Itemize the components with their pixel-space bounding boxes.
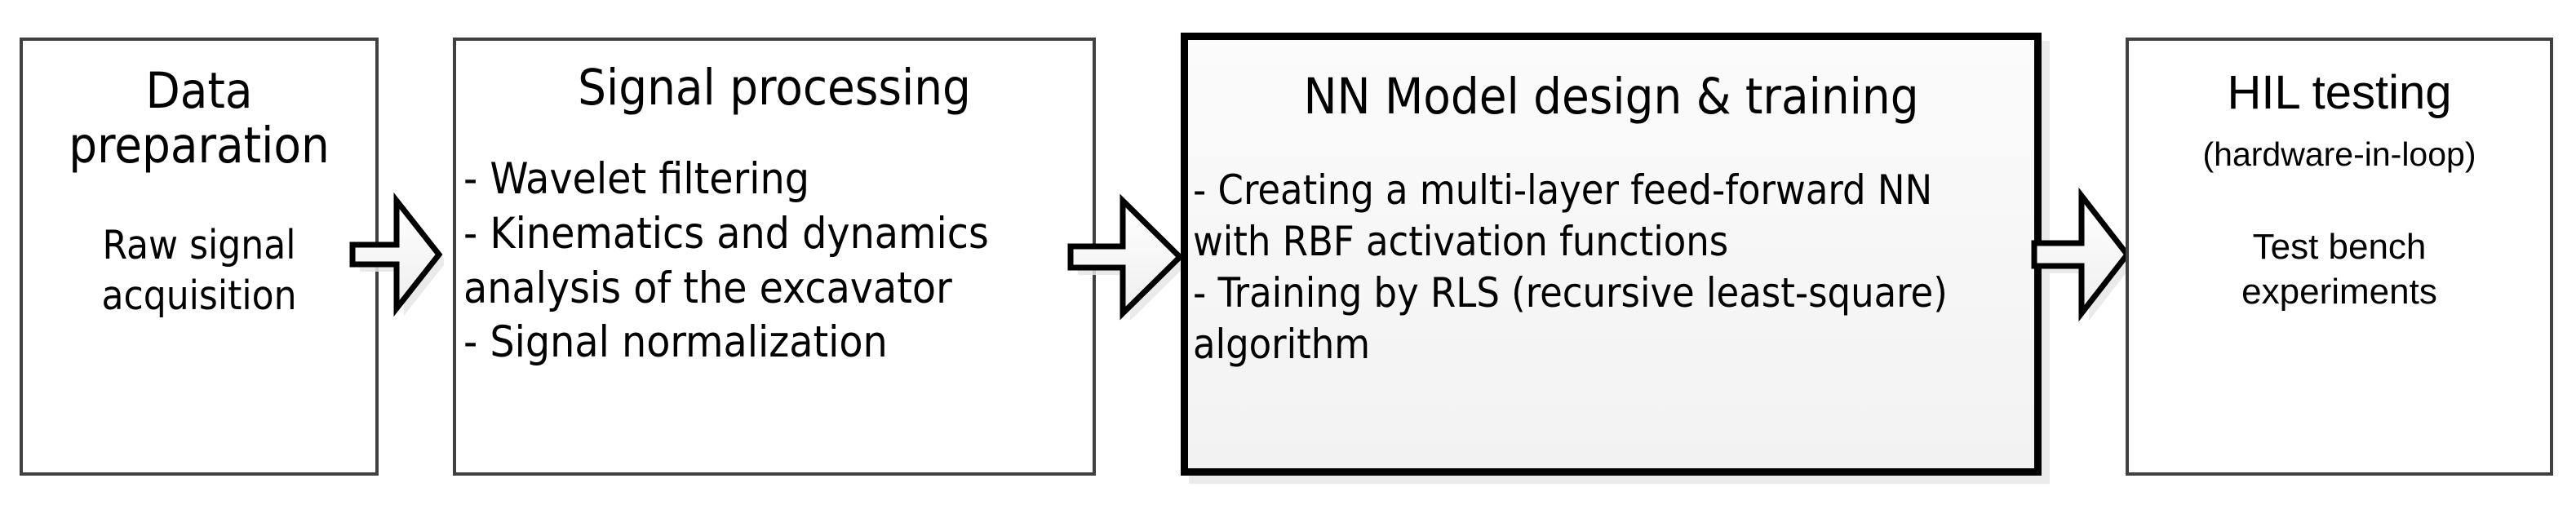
flow-arrow-right-icon-2 xyxy=(1066,189,1185,325)
stage-box-signal-processing[interactable]: Signal processing - Wavelet filtering - … xyxy=(453,38,1096,476)
stage-body-nn-model: - Creating a multi-layer feed-forward NN… xyxy=(1193,166,1948,369)
flow-arrow-right-icon-1 xyxy=(346,189,444,320)
stage-title-nn-model: NN Model design & training xyxy=(1303,68,1919,126)
stage-title-hil-testing: HIL testing xyxy=(2227,66,2452,119)
stage-title-signal-processing: Signal processing xyxy=(578,59,971,117)
stage-body-hil-testing: Test bench experiments xyxy=(2241,226,2437,312)
stage-box-hil-testing[interactable]: HIL testing (hardware-in-loop) Test benc… xyxy=(2126,38,2553,476)
stage-title-data-preparation: Data preparation xyxy=(69,62,330,175)
stage-subtitle-hil-testing: (hardware-in-loop) xyxy=(2202,135,2476,173)
stage-body-signal-processing: - Wavelet filtering - Kinematics and dyn… xyxy=(463,154,989,368)
stage-box-data-preparation[interactable]: Data preparation Raw signal acquisition xyxy=(20,38,379,476)
flow-arrow-right-icon-3 xyxy=(2029,186,2132,323)
stage-box-nn-model[interactable]: NN Model design & training - Creating a … xyxy=(1181,33,2042,476)
stage-body-data-preparation: Raw signal acquisition xyxy=(101,222,297,319)
